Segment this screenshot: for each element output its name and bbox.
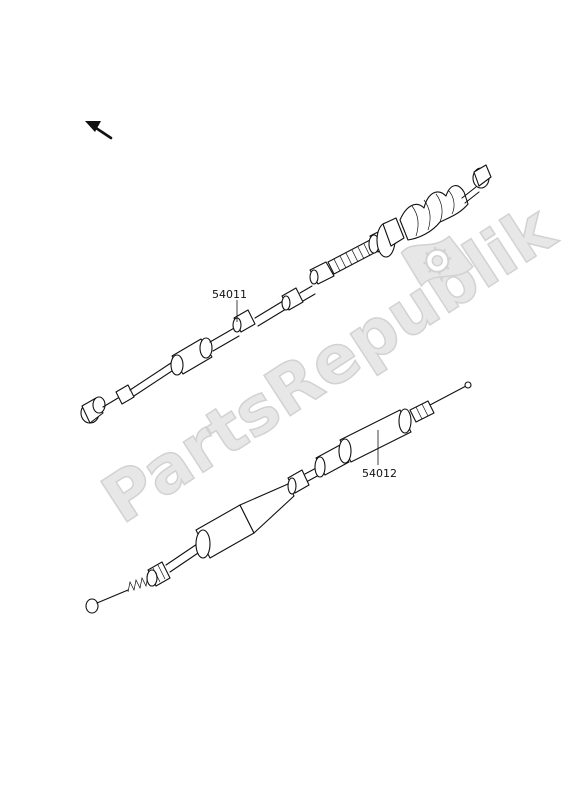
part-number-54011: 54011	[212, 288, 247, 301]
cable-54012: 54012	[85, 381, 472, 614]
arrow-up-left-icon	[85, 121, 113, 140]
part-number-54012: 54012	[362, 467, 397, 480]
watermark: PartsRepublik	[88, 188, 570, 539]
watermark-text: PartsRepublik	[89, 189, 569, 538]
cable-54011: 54011	[80, 164, 492, 424]
gear-flag-icon	[400, 235, 474, 288]
